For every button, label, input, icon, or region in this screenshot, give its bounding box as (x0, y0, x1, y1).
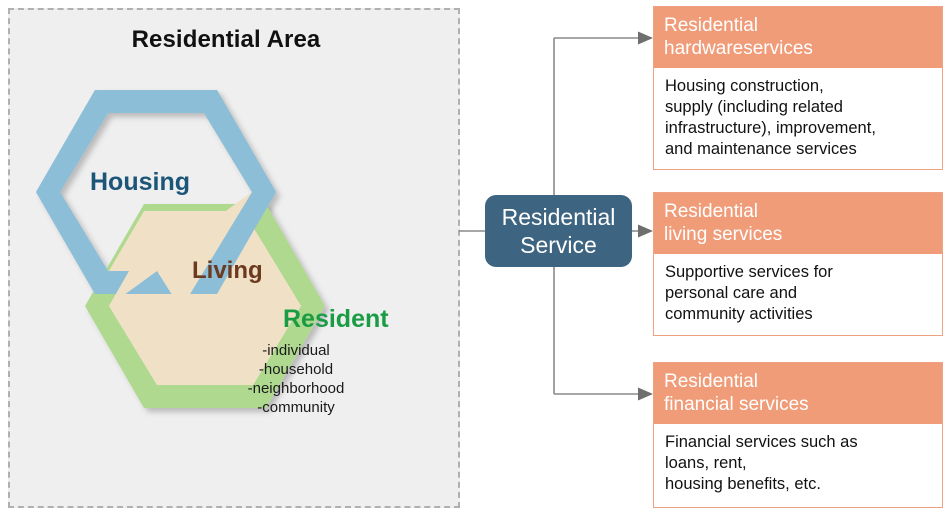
arrowhead-icon-3 (638, 387, 653, 401)
center-node-residential-service[interactable]: Residential Service (485, 195, 632, 267)
resident-scale-list: -individual -household -neighborhood -co… (247, 342, 345, 416)
service-card-title: Residential financial services (654, 363, 942, 424)
service-card-title: Residential living services (654, 193, 942, 254)
service-card[interactable]: Residential hardwareservices Housing con… (653, 6, 943, 170)
service-card-body: Housing construction, supply (including … (665, 77, 876, 158)
arrowhead-icon-1 (638, 31, 653, 45)
service-card-body: Supportive services for personal care an… (665, 263, 833, 323)
service-card[interactable]: Residential living services Supportive s… (653, 192, 943, 336)
service-card-title: Residential hardwareservices (654, 7, 942, 68)
page-title: Residential Area (131, 26, 321, 53)
service-card-body: Financial services such as loans, rent, … (665, 433, 858, 493)
hexagon-label-living: Living (192, 257, 263, 284)
service-card[interactable]: Residential financial services Financial… (653, 362, 943, 508)
arrowhead-icon-2 (638, 224, 653, 238)
hexagon-label-resident: Resident (283, 305, 389, 333)
center-node-label: Residential Service (501, 204, 616, 258)
hexagon-label-housing: Housing (90, 168, 190, 196)
